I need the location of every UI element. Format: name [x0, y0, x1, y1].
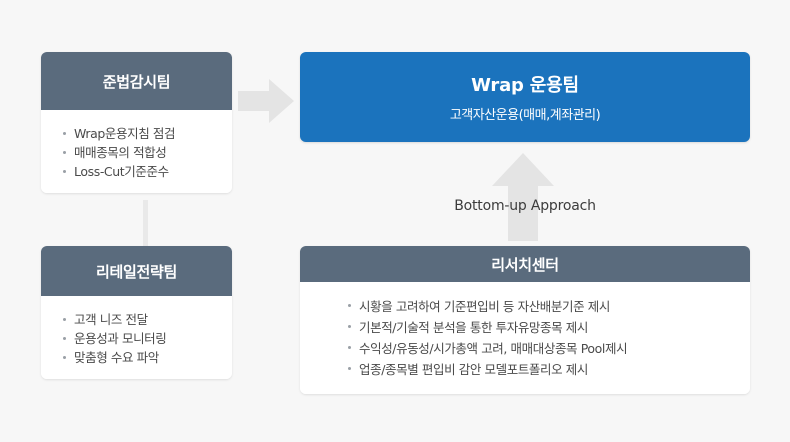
card-wrap-subtitle: 고객자산운용(매매,계좌관리)	[449, 108, 601, 123]
list-item-label: Loss-Cut기준준수	[74, 164, 169, 179]
bullet-dot-icon	[63, 170, 66, 173]
left-column-connector	[143, 200, 148, 248]
list-item: 시황을 고려하여 기준편입비 등 자산배분기준 제시	[348, 296, 750, 317]
list-item: 업종/종목별 편입비 감안 모델포트폴리오 제시	[348, 359, 750, 380]
card-retail-body: 고객 니즈 전달 운용성과 모니터링 맞춤형 수요 파악	[41, 296, 232, 379]
list-item: 맞춤형 수요 파악	[63, 348, 232, 367]
list-item: 운용성과 모니터링	[63, 329, 232, 348]
bullet-dot-icon	[348, 346, 351, 349]
list-item-label: 기본적/기술적 분석을 통한 투자유망종목 제시	[359, 320, 589, 335]
list-item: 기본적/기술적 분석을 통한 투자유망종목 제시	[348, 317, 750, 338]
card-compliance-team: 준법감시팀 Wrap운용지침 점검 매매종목의 적합성 Loss-Cut기준준수	[41, 52, 232, 193]
list-item-label: 시황을 고려하여 기준편입비 등 자산배분기준 제시	[359, 299, 610, 314]
list-item: Loss-Cut기준준수	[63, 162, 232, 181]
compliance-bullet-list: Wrap운용지침 점검 매매종목의 적합성 Loss-Cut기준준수	[41, 124, 232, 181]
list-item-label: 맞춤형 수요 파악	[74, 350, 159, 365]
card-research-title: 리서치센터	[300, 246, 750, 282]
list-item-label: 수익성/유동성/시가총액 고려, 매매대상종목 Pool제시	[359, 341, 628, 356]
card-wrap-title: Wrap 운용팀	[471, 75, 579, 96]
research-bullet-list: 시황을 고려하여 기준편입비 등 자산배분기준 제시 기본적/기술적 분석을 통…	[300, 296, 750, 380]
list-item: 수익성/유동성/시가총액 고려, 매매대상종목 Pool제시	[348, 338, 750, 359]
arrow-right-icon	[238, 79, 294, 123]
card-research-center: 리서치센터 시황을 고려하여 기준편입비 등 자산배분기준 제시 기본적/기술적…	[300, 246, 750, 394]
bullet-dot-icon	[348, 304, 351, 307]
card-wrap-management-team: Wrap 운용팀 고객자산운용(매매,계좌관리)	[300, 52, 750, 142]
list-item: Wrap운용지침 점검	[63, 124, 232, 143]
bottom-up-approach-label: Bottom-up Approach	[454, 198, 596, 214]
card-compliance-title: 준법감시팀	[41, 52, 232, 110]
list-item-label: 운용성과 모니터링	[74, 331, 167, 346]
list-item-label: Wrap운용지침 점검	[74, 126, 176, 141]
card-research-body: 시황을 고려하여 기준편입비 등 자산배분기준 제시 기본적/기술적 분석을 통…	[300, 282, 750, 394]
bullet-dot-icon	[348, 325, 351, 328]
list-item-label: 업종/종목별 편입비 감안 모델포트폴리오 제시	[359, 362, 589, 377]
bullet-dot-icon	[63, 318, 66, 321]
card-retail-strategy-team: 리테일전략팀 고객 니즈 전달 운용성과 모니터링 맞춤형 수요 파악	[41, 246, 232, 379]
bullet-dot-icon	[63, 356, 66, 359]
arrow-up-icon	[492, 153, 554, 241]
list-item: 고객 니즈 전달	[63, 310, 232, 329]
list-item-label: 매매종목의 적합성	[74, 145, 167, 160]
retail-bullet-list: 고객 니즈 전달 운용성과 모니터링 맞춤형 수요 파악	[41, 310, 232, 367]
card-compliance-body: Wrap운용지침 점검 매매종목의 적합성 Loss-Cut기준준수	[41, 110, 232, 193]
list-item-label: 고객 니즈 전달	[74, 312, 148, 327]
bullet-dot-icon	[63, 337, 66, 340]
bullet-dot-icon	[63, 132, 66, 135]
bullet-dot-icon	[63, 151, 66, 154]
list-item: 매매종목의 적합성	[63, 143, 232, 162]
card-retail-title: 리테일전략팀	[41, 246, 232, 296]
bullet-dot-icon	[348, 367, 351, 370]
